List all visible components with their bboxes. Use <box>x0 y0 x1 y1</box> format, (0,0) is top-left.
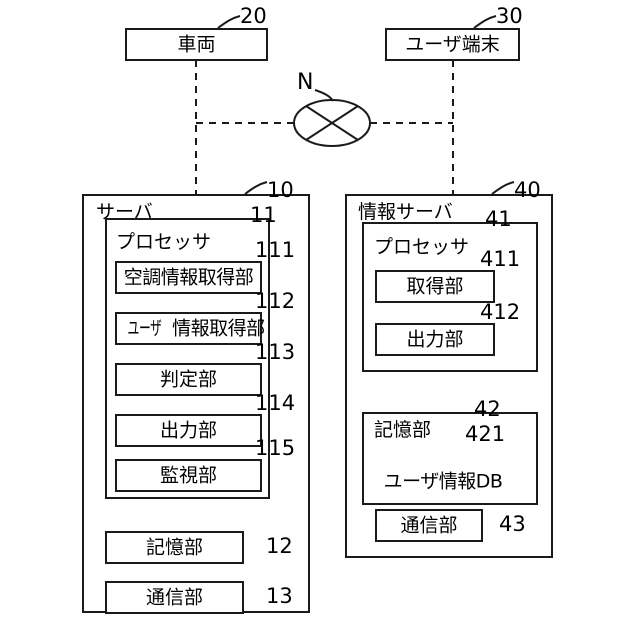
ref-13: 13 <box>266 584 293 608</box>
server-storage-unit[interactable]: 記憶部 <box>105 531 244 564</box>
ref-412: 412 <box>480 300 521 324</box>
ref-40: 40 <box>514 178 541 202</box>
ref-113: 113 <box>255 340 296 364</box>
server-communication-unit[interactable]: 通信部 <box>105 581 244 614</box>
ref-411: 411 <box>480 247 521 271</box>
info-server-title: 情報サーバ <box>358 201 453 223</box>
lead-line-30 <box>473 15 497 29</box>
ref-421: 421 <box>465 422 506 446</box>
ref-112: 112 <box>255 289 296 313</box>
info-unit-output[interactable]: 出力部 <box>375 323 495 356</box>
ref-20: 20 <box>240 4 267 28</box>
node-user-terminal-label: ユーザ端末 <box>405 33 500 55</box>
ref-11: 11 <box>250 203 277 227</box>
unit-user-info-acquisition[interactable]: ユーザ情報取得部 <box>115 312 265 345</box>
ref-111: 111 <box>255 238 296 262</box>
unit-determination[interactable]: 判定部 <box>115 363 262 396</box>
unit-113-label: 判定部 <box>159 368 217 390</box>
unit-111-label: 空調情報取得部 <box>123 266 254 288</box>
ref-115: 115 <box>255 436 296 460</box>
user-info-db[interactable]: ユーザ情報DB <box>372 449 514 505</box>
server-title: サーバ <box>96 201 153 223</box>
unit-112-label: ユーザ情報取得部 <box>117 317 265 339</box>
node-user-terminal[interactable]: ユーザ端末 <box>385 28 520 61</box>
unit-412-label: 出力部 <box>406 328 464 350</box>
unit-411-label: 取得部 <box>406 275 464 297</box>
unit-114-label: 出力部 <box>159 419 217 441</box>
ref-12: 12 <box>266 534 293 558</box>
ref-114: 114 <box>255 391 296 415</box>
lead-line-40 <box>491 181 515 195</box>
unit-115-label: 監視部 <box>159 464 217 486</box>
server-processor-title: プロセッサ <box>116 231 212 253</box>
unit-112-label-rest: 情報取得部 <box>172 317 265 339</box>
unit-12-label: 記憶部 <box>145 536 203 558</box>
lead-line-10 <box>244 181 268 195</box>
ref-10: 10 <box>267 178 294 202</box>
info-server-storage-title: 記憶部 <box>374 419 432 441</box>
ref-43: 43 <box>499 512 526 536</box>
lead-line-network <box>314 89 334 102</box>
network-dashed-links <box>195 60 454 194</box>
info-server-storage-container <box>362 412 538 505</box>
ref-42: 42 <box>474 397 501 421</box>
ref-41: 41 <box>485 207 512 231</box>
user-info-db-label: ユーザ情報DB <box>383 470 503 493</box>
ref-30: 30 <box>496 4 523 28</box>
unit-43-label: 通信部 <box>400 514 458 536</box>
lead-line-20 <box>217 15 241 29</box>
unit-13-label: 通信部 <box>145 586 203 608</box>
network-label: N <box>297 70 314 95</box>
unit-112-label-prefix: ユーザ <box>127 317 162 339</box>
info-unit-acquisition[interactable]: 取得部 <box>375 270 495 303</box>
unit-air-conditioning-info-acquisition[interactable]: 空調情報取得部 <box>115 261 262 294</box>
unit-monitoring[interactable]: 監視部 <box>115 459 262 492</box>
info-server-communication-unit[interactable]: 通信部 <box>375 509 483 542</box>
info-server-processor-title: プロセッサ <box>374 236 470 258</box>
node-vehicle-label: 車両 <box>177 33 216 55</box>
network-ellipse-icon <box>293 99 371 147</box>
unit-output[interactable]: 出力部 <box>115 414 262 447</box>
node-vehicle[interactable]: 車両 <box>125 28 268 61</box>
